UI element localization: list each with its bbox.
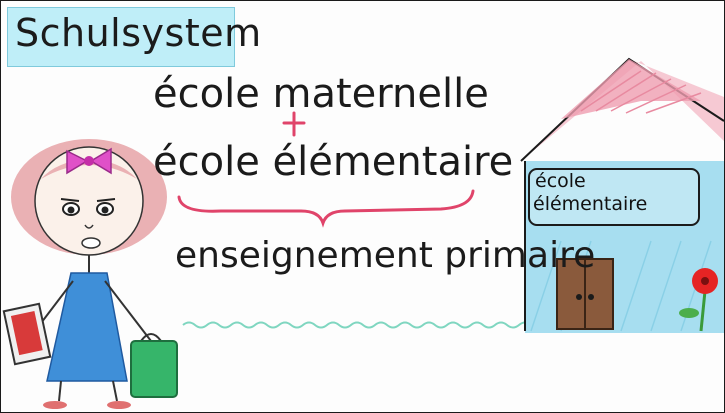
girl-illustration	[2, 139, 178, 409]
school-door	[556, 258, 614, 330]
red-flower-icon	[679, 268, 718, 332]
school-sign-line1: école	[535, 170, 586, 192]
plus-sign	[282, 111, 306, 137]
dress	[46, 272, 128, 382]
book-icon	[2, 302, 52, 366]
text-ecole-maternelle: école maternelle	[153, 71, 489, 117]
curly-brace	[177, 189, 475, 228]
text-ecole-elementaire: école élémentaire	[153, 139, 514, 185]
school-sign-line2: élémentaire	[533, 193, 648, 215]
bow-icon	[66, 147, 112, 175]
suitcase-icon	[130, 333, 178, 398]
title-banner	[7, 7, 235, 67]
text-enseignement-primaire: enseignement primaire	[175, 235, 596, 276]
page-title: Schulsystem	[15, 11, 262, 55]
school-house-illustration	[520, 57, 724, 333]
